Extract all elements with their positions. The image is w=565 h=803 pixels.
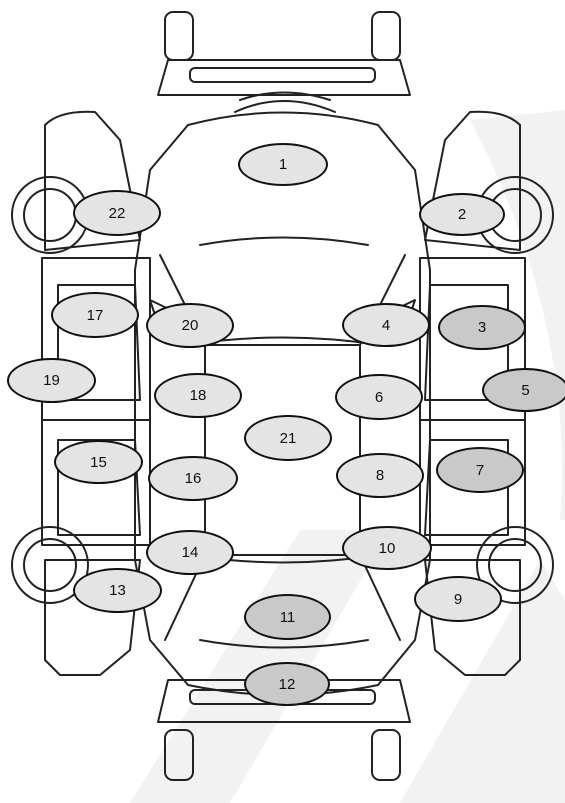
zone-label: 16: [185, 470, 202, 487]
zone-label: 21: [280, 430, 297, 447]
zone-label: 14: [182, 544, 199, 561]
zone-label: 3: [478, 319, 486, 336]
zone-label: 12: [279, 676, 296, 693]
zone-7[interactable]: 7: [436, 447, 524, 493]
zone-18[interactable]: 18: [154, 373, 242, 418]
zone-1[interactable]: 1: [238, 143, 328, 186]
zone-label: 11: [280, 609, 296, 626]
zone-9[interactable]: 9: [414, 576, 502, 622]
zone-label: 6: [375, 389, 383, 406]
zone-label: 4: [382, 317, 390, 334]
zone-11[interactable]: 11: [244, 594, 331, 640]
zone-label: 10: [379, 540, 396, 557]
zone-5[interactable]: 5: [482, 368, 565, 412]
zone-label: 1: [279, 156, 287, 173]
zone-2[interactable]: 2: [419, 193, 505, 236]
zone-label: 18: [190, 387, 207, 404]
zone-14[interactable]: 14: [146, 530, 234, 575]
zone-label: 20: [182, 317, 199, 334]
zone-label: 15: [90, 454, 107, 471]
zone-label: 8: [376, 467, 384, 484]
zone-22[interactable]: 22: [73, 190, 161, 236]
zone-8[interactable]: 8: [336, 453, 424, 498]
zone-16[interactable]: 16: [148, 456, 238, 501]
zone-label: 13: [109, 582, 126, 599]
zone-label: 5: [521, 382, 529, 399]
zone-3[interactable]: 3: [438, 305, 526, 350]
zone-12[interactable]: 12: [244, 662, 330, 706]
zone-13[interactable]: 13: [73, 568, 162, 613]
zone-15[interactable]: 15: [54, 440, 143, 484]
zone-label: 17: [87, 307, 104, 324]
zone-20[interactable]: 20: [146, 303, 234, 348]
zone-label: 9: [454, 591, 462, 608]
zone-label: 2: [458, 206, 466, 223]
zone-label: 22: [109, 205, 126, 222]
zone-6[interactable]: 6: [335, 374, 423, 420]
zone-label: 19: [43, 372, 60, 389]
zone-4[interactable]: 4: [342, 303, 430, 347]
zone-10[interactable]: 10: [342, 526, 432, 570]
zone-17[interactable]: 17: [51, 292, 139, 338]
zone-19[interactable]: 19: [7, 358, 96, 403]
zone-label: 7: [476, 462, 484, 479]
zone-21[interactable]: 21: [244, 415, 332, 461]
